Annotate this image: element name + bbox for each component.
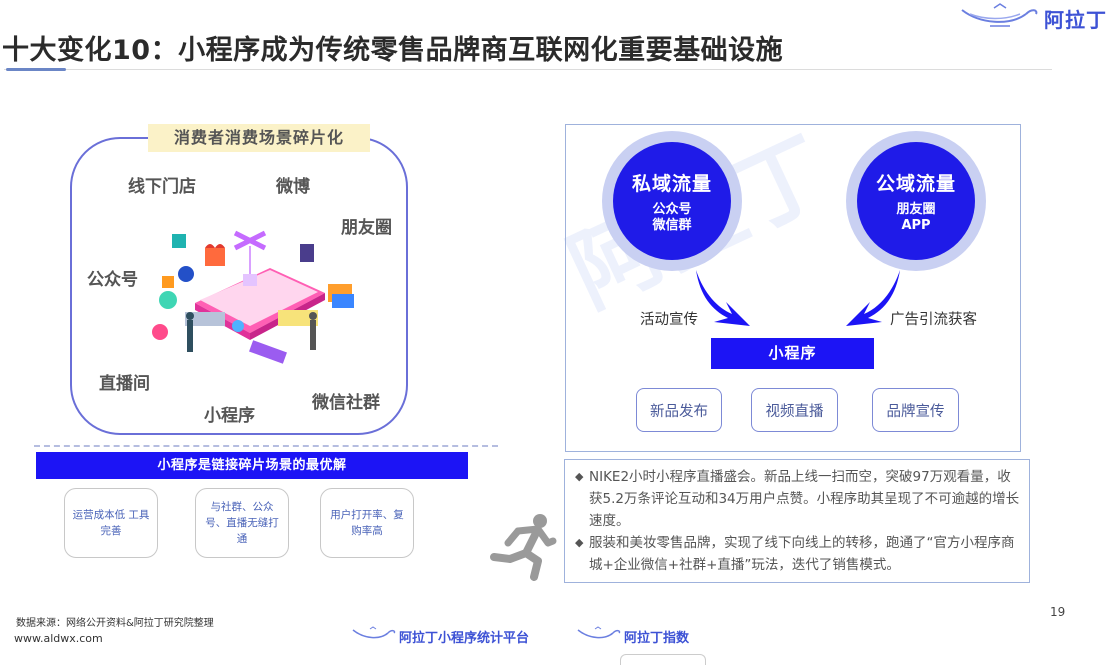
website-link[interactable]: www.aldwx.com	[14, 632, 103, 645]
scene-offline-store: 线下门店	[128, 177, 196, 197]
scene-weibo: 微博	[276, 177, 310, 197]
logo-text: 阿拉丁	[1044, 7, 1107, 32]
data-source: 数据来源：网络公开资料&阿拉丁研究院整理	[16, 618, 214, 629]
magic-lamp-icon	[960, 2, 1040, 34]
arrow-down-right-icon	[692, 268, 752, 334]
private-traffic-line2: 微信群	[652, 217, 692, 233]
drone-icon	[233, 230, 267, 286]
case-notes: ◆ NIKE2小时小程序直播盛会。新品上线一扫而空，突破97万观看量，收获5.2…	[564, 459, 1030, 583]
scene-mini-program: 小程序	[204, 406, 255, 426]
mini-program-bar: 小程序	[711, 338, 874, 369]
bottom-tab-stub[interactable]	[620, 654, 706, 665]
ad-acquisition-label: 广告引流获客	[890, 312, 977, 328]
advantage-card-retention: 用户打开率、复购率高	[320, 488, 414, 558]
private-traffic-line1: 公众号	[652, 201, 692, 217]
dashed-divider	[34, 445, 498, 447]
platform-logo: 阿拉丁小程序统计平台	[352, 626, 529, 646]
fragment-title: 消费者消费场景碎片化	[148, 124, 370, 152]
ecommerce-illustration	[150, 228, 360, 368]
note-item: ◆ 服装和美妆零售品牌，实现了线下向线上的转移，跑通了“官方小程序商城+企业微信…	[575, 532, 1021, 576]
index-logo-text: 阿拉丁指数	[624, 630, 690, 646]
page-title: 十大变化10：小程序成为传统零售品牌商互联网化重要基础设施	[2, 35, 784, 66]
magic-lamp-icon	[352, 626, 396, 646]
public-traffic-line1: 朋友圈	[896, 201, 936, 217]
public-traffic-title: 公域流量	[875, 172, 956, 195]
activity-promotion-label: 活动宣传	[640, 312, 698, 328]
note-text: 服装和美妆零售品牌，实现了线下向线上的转移，跑通了“官方小程序商城+企业微信+社…	[589, 535, 1015, 573]
page-number: 19	[1050, 605, 1066, 619]
title-divider	[4, 69, 1052, 70]
index-logo: 阿拉丁指数	[577, 626, 689, 646]
title-accent-bar	[6, 68, 66, 71]
function-card-live-video: 视频直播	[751, 388, 838, 432]
function-card-brand-promo: 品牌宣传	[872, 388, 959, 432]
private-traffic-title: 私域流量	[631, 172, 712, 195]
advantage-card-low-cost: 运营成本低 工具完善	[64, 488, 158, 558]
running-person-icon	[488, 513, 558, 585]
note-text: NIKE2小时小程序直播盛会。新品上线一扫而空，突破97万观看量，收获5.2万条…	[589, 469, 1020, 529]
diamond-bullet-icon: ◆	[575, 470, 584, 483]
magic-lamp-icon	[577, 626, 621, 646]
public-traffic-line2: APP	[901, 217, 931, 233]
scene-official-account: 公众号	[87, 270, 138, 290]
scene-live-room: 直播间	[99, 374, 150, 394]
function-card-new-product: 新品发布	[636, 388, 722, 432]
diamond-bullet-icon: ◆	[575, 536, 584, 549]
public-traffic-circle: 公域流量 朋友圈 APP	[846, 131, 986, 271]
best-solution-banner: 小程序是链接碎片场景的最优解	[36, 452, 468, 479]
scene-wechat-group: 微信社群	[312, 393, 380, 413]
arrow-down-left-icon	[844, 268, 904, 334]
note-item: ◆ NIKE2小时小程序直播盛会。新品上线一扫而空，突破97万观看量，收获5.2…	[575, 466, 1021, 532]
advantage-card-integration: 与社群、公众号、直播无缝打通	[195, 488, 289, 558]
traffic-flow-frame	[565, 124, 1021, 452]
brand-logo: 阿拉丁	[960, 2, 1107, 34]
private-traffic-circle: 私域流量 公众号 微信群	[602, 131, 742, 271]
scene-moments: 朋友圈	[341, 218, 392, 238]
platform-logo-text: 阿拉丁小程序统计平台	[399, 630, 530, 646]
